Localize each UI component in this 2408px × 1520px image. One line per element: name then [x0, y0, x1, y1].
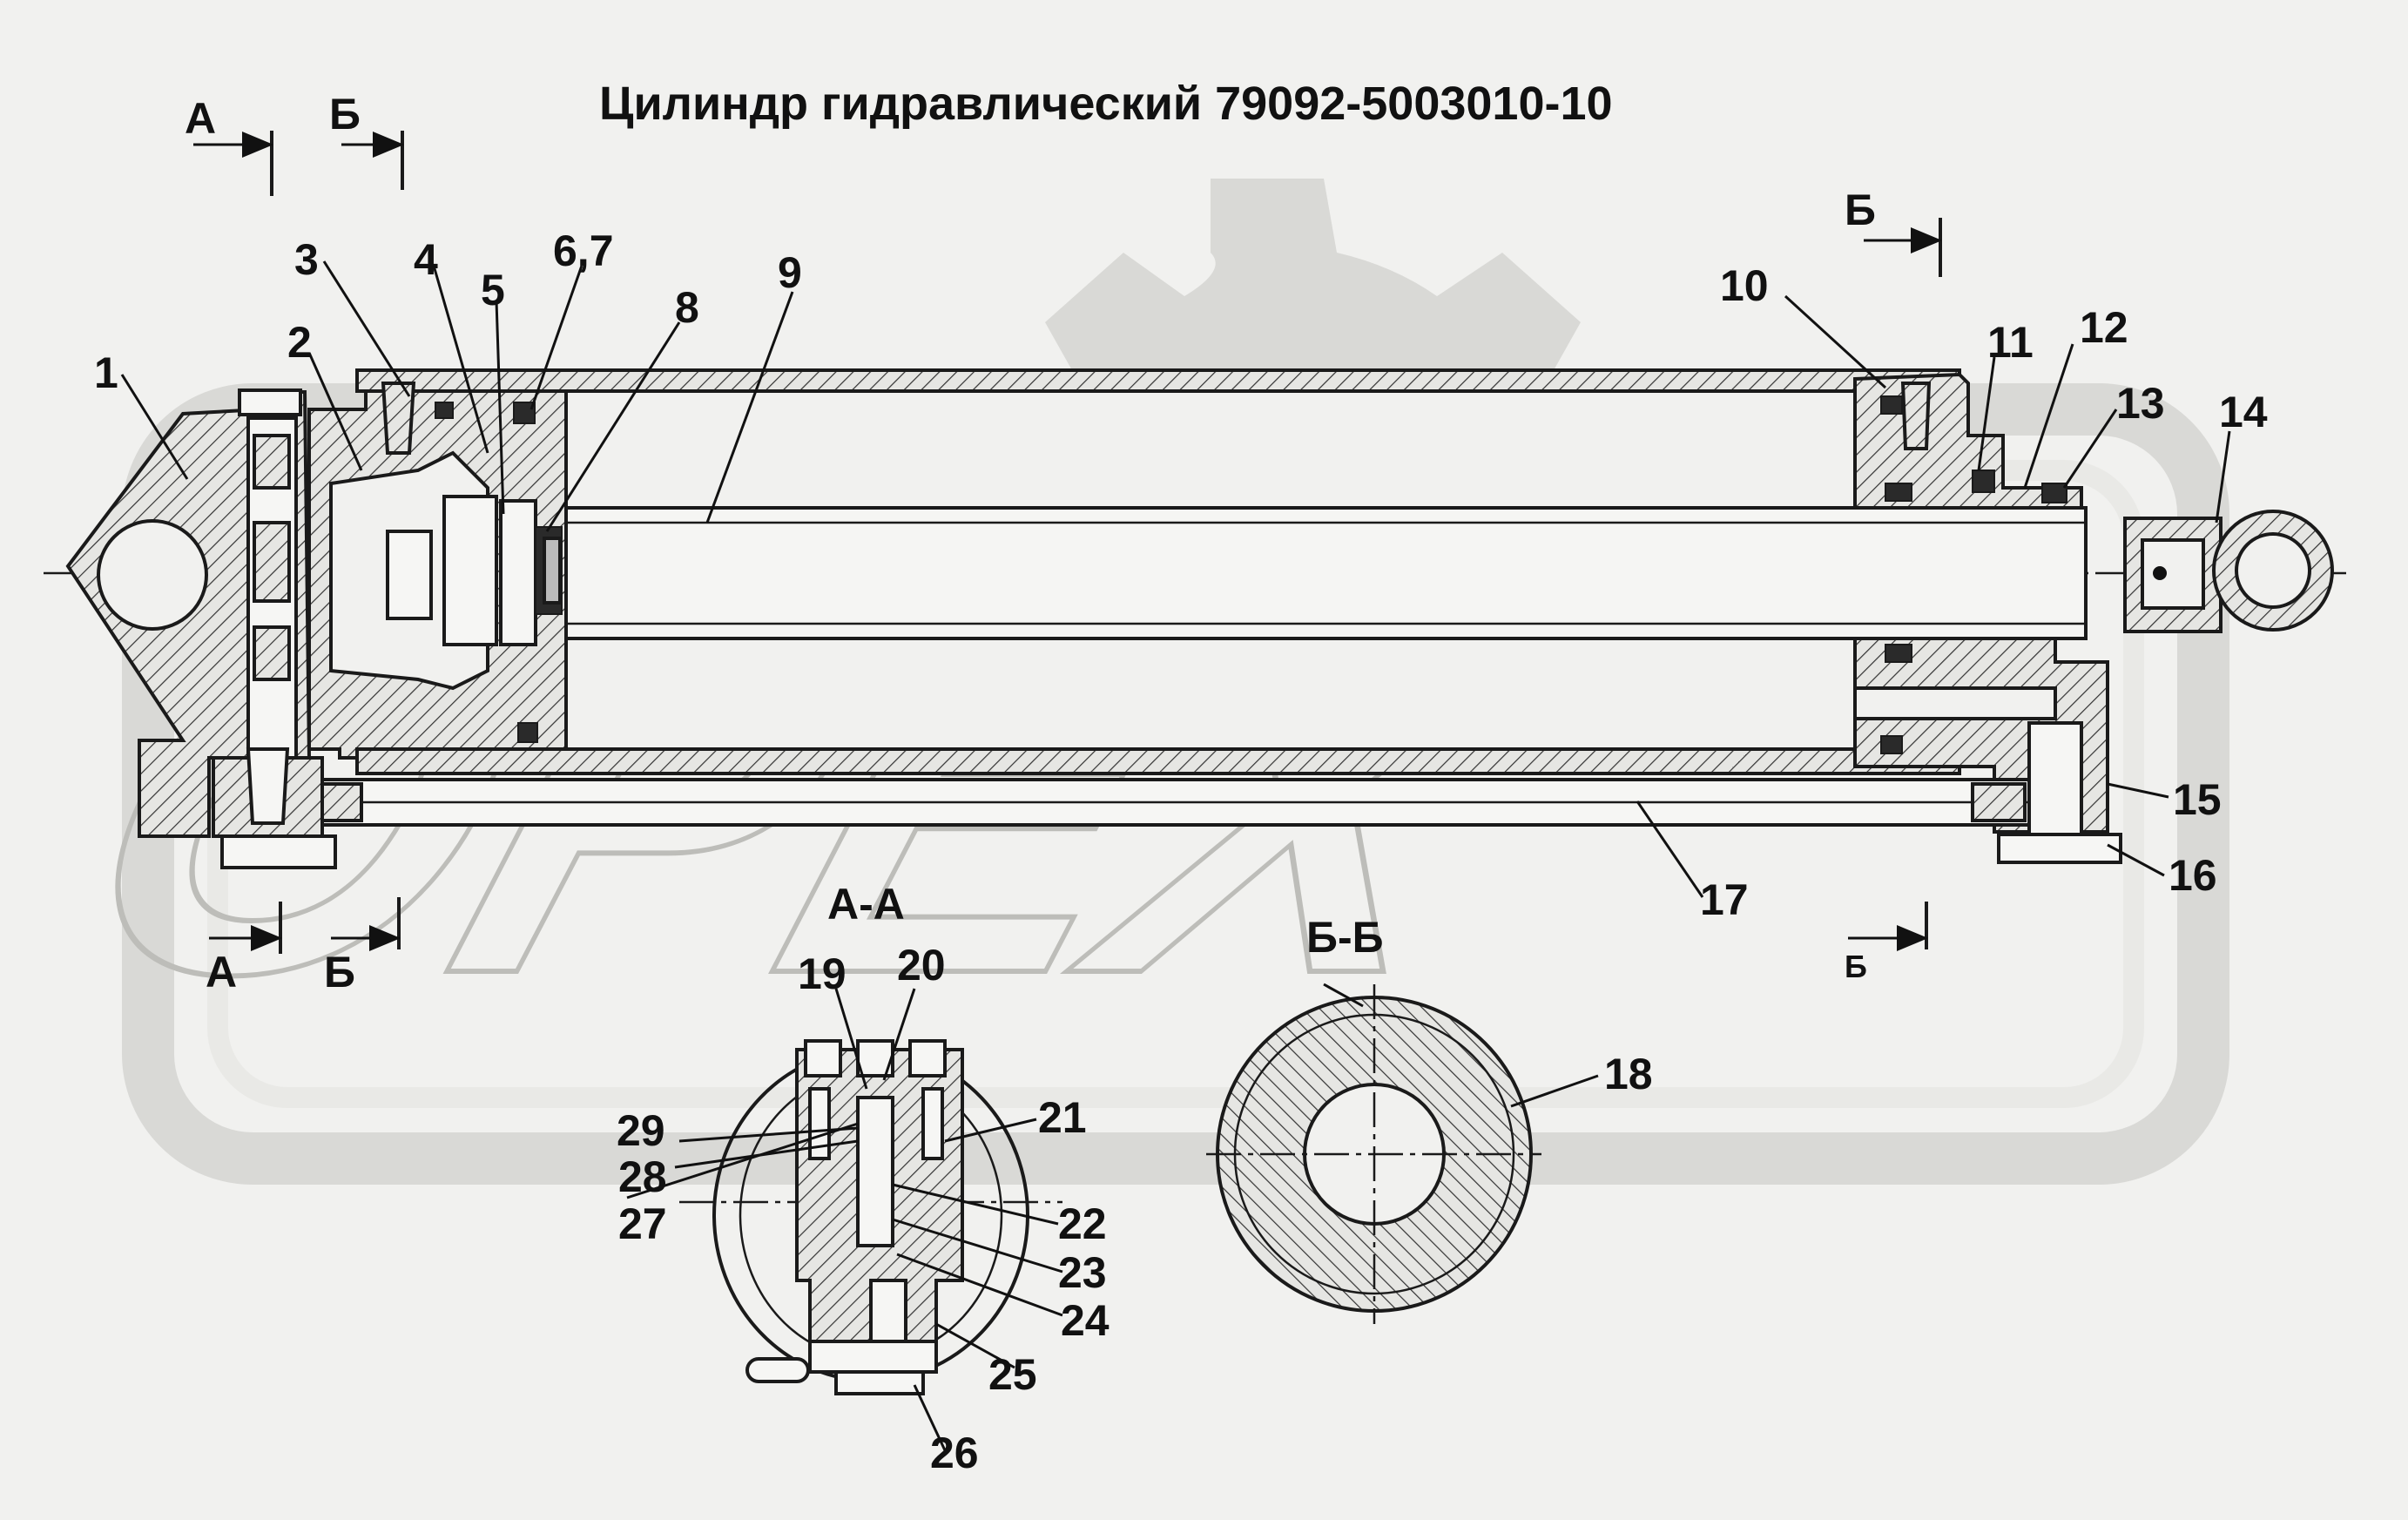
callout-19: 19	[798, 949, 847, 998]
leader-lines	[120, 260, 2231, 1451]
callout-22: 22	[1058, 1199, 1107, 1248]
section-mark-b-top-right: Б	[1845, 186, 1876, 234]
section-mark-a-top: А	[185, 94, 216, 143]
callout-18: 18	[1604, 1050, 1653, 1098]
callout-26: 26	[930, 1429, 979, 1477]
view-b-b: Б-Б	[1206, 913, 1541, 1324]
callout-15: 15	[2173, 775, 2222, 824]
callout-11: 11	[1987, 318, 2034, 367]
section-mark-b-top-left: Б	[329, 90, 361, 138]
callout-24: 24	[1061, 1296, 1110, 1345]
view-b-b-label: Б-Б	[1306, 913, 1384, 962]
callout-3: 3	[294, 235, 319, 284]
callout-29: 29	[617, 1106, 665, 1155]
callout-16: 16	[2169, 851, 2217, 900]
cylinder-assembly	[44, 368, 2351, 869]
callout-20: 20	[897, 941, 946, 990]
callout-28: 28	[618, 1152, 667, 1201]
section-mark-b-bottom-left: Б	[324, 948, 355, 996]
callout-5: 5	[481, 266, 505, 314]
callout-21: 21	[1038, 1093, 1087, 1142]
callouts: 1 2 3 4 5 6,7 8 9 10 11 12 13 14 15 16 1…	[94, 226, 2268, 1477]
callout-9: 9	[778, 248, 802, 297]
callout-23: 23	[1058, 1248, 1107, 1297]
callout-1: 1	[94, 348, 118, 397]
callout-4: 4	[414, 235, 438, 284]
drawing-title: Цилиндр гидравлический 79092-5003010-10	[599, 78, 1613, 130]
callout-6-7: 6,7	[553, 226, 614, 275]
callout-12: 12	[2080, 303, 2128, 352]
view-a-a-label: А-А	[827, 880, 905, 929]
callout-2: 2	[287, 318, 312, 367]
callout-17: 17	[1700, 875, 1749, 924]
callout-13: 13	[2116, 379, 2165, 428]
section-markers: А Б Б А Б Б	[185, 90, 1942, 996]
callout-14: 14	[2219, 388, 2268, 436]
view-a-a: А-А	[679, 880, 1062, 1395]
callout-10: 10	[1720, 261, 1769, 310]
callout-27: 27	[618, 1199, 667, 1248]
callout-8: 8	[675, 283, 699, 332]
section-mark-b-bottom-right: Б	[1845, 949, 1867, 984]
section-mark-a-bottom: А	[206, 948, 237, 996]
callout-25: 25	[988, 1350, 1037, 1399]
